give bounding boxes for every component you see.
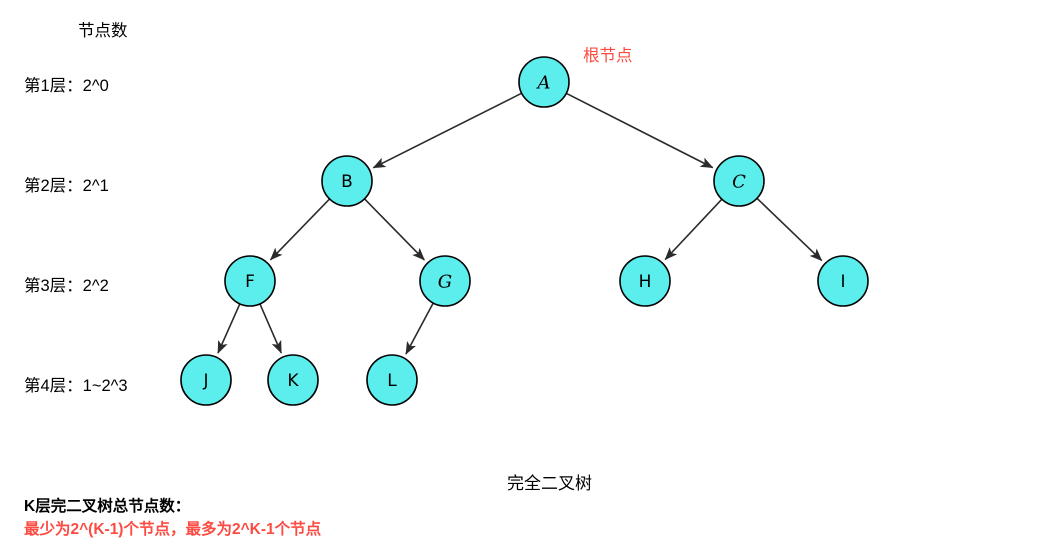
level-3-label: 第3层：2^2	[24, 277, 109, 295]
tree-edge-f-k	[259, 304, 282, 354]
level-2-label: 第2层：2^1	[24, 177, 109, 195]
node-circle-j	[180, 354, 232, 406]
tree-node-c[interactable]: C	[713, 155, 765, 207]
node-circle-h	[619, 255, 671, 307]
tree-nodes: A B C F G H I J K L	[180, 56, 869, 406]
tree-edge-c-i	[756, 198, 823, 262]
node-circle-l	[366, 354, 418, 406]
tree-edge-b-g	[364, 198, 425, 261]
footer-title: K层完二叉树总节点数：	[24, 498, 191, 515]
nodes-count-header: 节点数	[78, 22, 128, 40]
tree-node-j[interactable]: J	[180, 354, 232, 406]
tree-node-b[interactable]: B	[321, 155, 373, 207]
tree-node-a[interactable]: A	[518, 56, 570, 108]
node-label-j: J	[202, 371, 208, 391]
node-circle-a	[518, 56, 570, 108]
node-circle-g	[419, 255, 471, 307]
tree-edge-b-f	[269, 198, 330, 261]
diagram-caption: 完全二叉树	[507, 474, 592, 493]
tree-node-f[interactable]: F	[224, 255, 276, 307]
node-label-h: H	[639, 272, 652, 292]
node-label-k: K	[287, 371, 299, 391]
node-circle-c	[713, 155, 765, 207]
node-label-c: C	[732, 172, 746, 193]
node-label-i: I	[840, 272, 845, 292]
node-circle-f	[224, 255, 276, 307]
tree-edge-f-j	[217, 303, 241, 354]
tree-node-i[interactable]: I	[817, 255, 869, 307]
node-label-a: A	[536, 73, 551, 94]
tree-edge-a-b	[372, 92, 522, 169]
node-circle-b	[321, 155, 373, 207]
tree-edge-c-h	[664, 199, 723, 261]
node-label-l: L	[387, 371, 397, 391]
node-circle-k	[267, 354, 319, 406]
tree-edge-a-c	[566, 92, 714, 169]
tree-node-l[interactable]: L	[366, 354, 418, 406]
root-node-annotation: 根节点	[583, 47, 633, 65]
tree-node-k[interactable]: K	[267, 354, 319, 406]
node-circle-i	[817, 255, 869, 307]
node-label-b: B	[341, 172, 353, 192]
footer-formula: 最少为2^(K-1)个节点，最多为2^K-1个节点	[24, 521, 322, 538]
node-label-f: F	[245, 272, 255, 292]
tree-node-h[interactable]: H	[619, 255, 671, 307]
tree-edge-g-l	[405, 303, 434, 355]
tree-node-g[interactable]: G	[419, 255, 471, 307]
level-4-label: 第4层：1~2^3	[24, 377, 128, 395]
tree-edges	[217, 92, 823, 355]
node-label-g: G	[438, 272, 452, 293]
level-1-label: 第1层：2^0	[24, 77, 109, 95]
